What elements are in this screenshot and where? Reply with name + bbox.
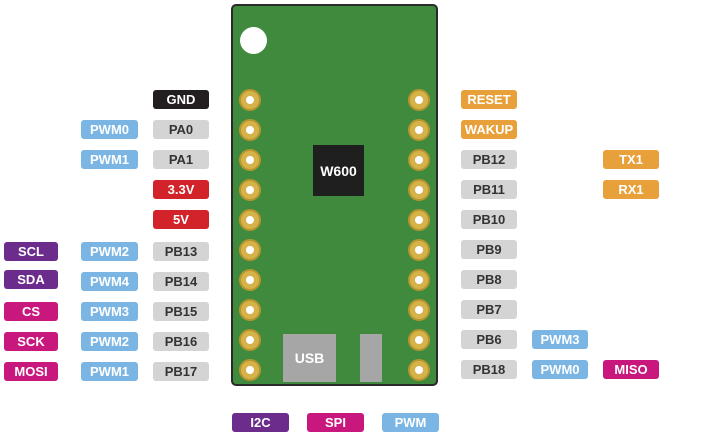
pad-left-5 — [239, 209, 261, 231]
pad-left-3 — [239, 149, 261, 171]
w600-chip: W600 — [313, 145, 364, 196]
pad-right-5 — [408, 209, 430, 231]
pin-reset: RESET — [461, 90, 517, 109]
pwm-label-pb6: PWM3 — [532, 330, 588, 349]
pin-pb6: PB6 — [461, 330, 517, 349]
pin-pb11: PB11 — [461, 180, 517, 199]
pad-right-9 — [408, 329, 430, 351]
pad-left-8 — [239, 299, 261, 321]
pin-pa0: PA0 — [153, 120, 209, 139]
i2c-label-scl: SCL — [4, 242, 58, 261]
pwm-label-pb17: PWM1 — [81, 362, 138, 381]
w600-board: W600 USB — [231, 4, 438, 386]
reset-button-outline — [360, 334, 382, 382]
pad-right-10 — [408, 359, 430, 381]
pad-right-8 — [408, 299, 430, 321]
i2c-label-sda: SDA — [4, 270, 58, 289]
pad-right-7 — [408, 269, 430, 291]
pwm-label-pa1: PWM1 — [81, 150, 138, 169]
pin-pb16: PB16 — [153, 332, 209, 351]
pin-pb7: PB7 — [461, 300, 517, 319]
pin-gnd: GND — [153, 90, 209, 109]
pwm-label-pa0: PWM0 — [81, 120, 138, 139]
pin-pb15: PB15 — [153, 302, 209, 321]
pin-pb9: PB9 — [461, 240, 517, 259]
pin-pa1: PA1 — [153, 150, 209, 169]
legend-spi: SPI — [307, 413, 364, 432]
pad-left-6 — [239, 239, 261, 261]
pwm-label-pb14: PWM4 — [81, 272, 138, 291]
spi-label-sck: SCK — [4, 332, 58, 351]
mounting-hole — [240, 27, 267, 54]
pwm-label-pb13: PWM2 — [81, 242, 138, 261]
pad-left-2 — [239, 119, 261, 141]
pin-pb8: PB8 — [461, 270, 517, 289]
pad-left-7 — [239, 269, 261, 291]
usb-connector: USB — [283, 334, 336, 382]
pin-5v: 5V — [153, 210, 209, 229]
pwm-label-pb15: PWM3 — [81, 302, 138, 321]
pwm-label-pb16: PWM2 — [81, 332, 138, 351]
pin-pb18: PB18 — [461, 360, 517, 379]
pin-pb10: PB10 — [461, 210, 517, 229]
legend-i2c: I2C — [232, 413, 289, 432]
pin-pb14: PB14 — [153, 272, 209, 291]
uart-label-tx1: TX1 — [603, 150, 659, 169]
uart-label-rx1: RX1 — [603, 180, 659, 199]
pin-3v3: 3.3V — [153, 180, 209, 199]
pad-right-2 — [408, 119, 430, 141]
legend-pwm: PWM — [382, 413, 439, 432]
pwm-label-pb18: PWM0 — [532, 360, 588, 379]
pad-right-1 — [408, 89, 430, 111]
spi-label-mosi: MOSI — [4, 362, 58, 381]
pin-wakup: WAKUP — [461, 120, 517, 139]
pin-pb17: PB17 — [153, 362, 209, 381]
pad-right-6 — [408, 239, 430, 261]
pin-pb12: PB12 — [461, 150, 517, 169]
pad-left-10 — [239, 359, 261, 381]
pad-right-4 — [408, 179, 430, 201]
pad-right-3 — [408, 149, 430, 171]
spi-label-cs: CS — [4, 302, 58, 321]
spi-label-miso: MISO — [603, 360, 659, 379]
pad-left-9 — [239, 329, 261, 351]
pad-left-1 — [239, 89, 261, 111]
pin-pb13: PB13 — [153, 242, 209, 261]
pad-left-4 — [239, 179, 261, 201]
